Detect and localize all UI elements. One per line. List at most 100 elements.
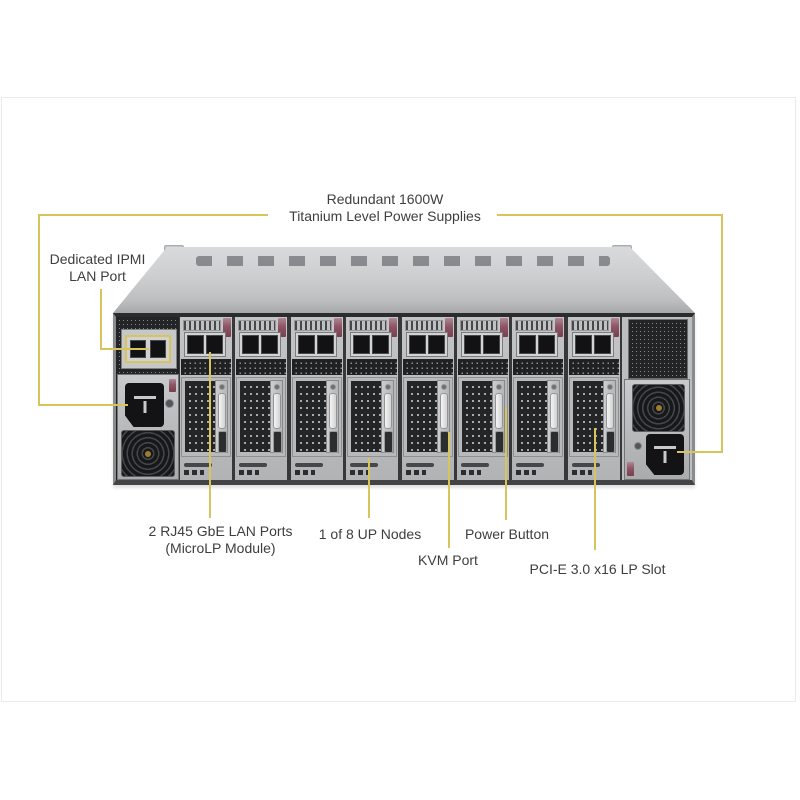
rj45-port [242,335,260,354]
node-module-1 [180,317,232,480]
node-bracket [547,380,561,453]
node-bottom-slot [405,463,434,467]
label-ipmi-line1: Dedicated IPMI [49,251,146,267]
node-module-5 [401,317,454,480]
ac-inlet [646,434,684,475]
node-bracket [270,380,284,453]
power-button [329,384,336,390]
node-body [181,377,231,457]
ac-inlet [125,383,164,427]
rj45-port [408,335,426,354]
pcie-slot-vent [185,381,216,452]
left-mesh-section [116,317,179,480]
node-module-7 [512,317,565,480]
node-bottom-slot [184,463,212,467]
node-module-4 [346,317,399,480]
node-honeycomb-vent [181,359,231,375]
node-bracket [381,380,395,453]
node-latch [444,318,453,337]
rj45-port [519,335,537,354]
rj45-port [372,335,390,354]
node-handle [384,393,393,429]
callout-line-kvm [448,432,450,548]
pcie-slot-vent [351,381,383,452]
rj45-port [538,335,556,354]
node-foot [404,462,452,478]
node-top-vent [349,320,388,331]
node-lan-ports [184,332,226,357]
label-lan-line1: 2 RJ45 GbE LAN Ports [148,523,293,539]
node-top-vent [570,320,609,331]
node-handle [495,393,503,429]
node-handle [328,393,337,429]
rear-panel [113,313,695,485]
node-lan-ports [571,332,614,357]
label-up-nodes: 1 of 8 UP Nodes [318,526,422,542]
node-honeycomb-vent [347,359,398,375]
node-bottom-slot [516,463,545,467]
node-foot [348,462,396,478]
callout-line-pcie [594,428,596,550]
psu-button [634,442,642,450]
node-handle [605,393,614,429]
power-button [274,384,281,390]
pcie-slot-vent [462,381,493,452]
node-top-vent [238,320,277,331]
callout-line-psu-left-vertical [38,214,40,406]
node-bracket [602,380,616,453]
node-handle [273,393,282,429]
pcie-slot-vent [572,381,604,452]
power-supply-left [117,374,179,480]
photo-frame [1,97,796,702]
label-lan-line2: (MicroLP Module) [165,540,276,556]
node-bottom-vents [350,470,371,475]
node-bottom-slot [294,463,323,467]
node-honeycomb-vent [291,359,342,375]
callout-line-ipmi-vertical [100,289,102,350]
node-handle [218,393,226,429]
node-honeycomb-vent [513,359,564,375]
node-bottom-slot [239,463,268,467]
power-button [219,384,225,390]
node-honeycomb-vent [236,359,287,375]
callout-line-lan [209,352,211,518]
rj45-port [353,335,371,354]
kvm-port-connector [605,431,615,453]
node-latch [500,318,508,337]
power-supply-right [624,379,690,480]
power-button [496,384,502,390]
label-kvm: KVM Port [418,552,478,568]
kvm-port-connector [218,431,227,453]
node-top-vent [183,320,221,331]
psu-button [165,399,174,408]
node-latch [389,318,398,337]
node-foot [514,462,562,478]
rj45-port [574,335,592,354]
label-pcie: PCI-E 3.0 x16 LP Slot [529,561,666,577]
mesh-grille [628,319,688,379]
node-foot [293,462,341,478]
rj45-port [464,335,481,354]
node-bracket [325,380,339,453]
callout-line-up-nodes [368,458,370,518]
node-module-2 [235,317,288,480]
node-handle [439,393,448,429]
pcie-slot-vent [295,381,327,452]
node-bottom-slot [350,463,379,467]
psu-latch [627,462,634,476]
node-bottom-vents [184,470,204,475]
node-latch [333,318,342,337]
node-top-vent [515,320,554,331]
rj45-port [297,335,315,354]
node-honeycomb-vent [568,359,619,375]
kvm-port-connector [273,431,283,453]
callout-line-psu-left-horizontal [38,404,128,406]
kvm-port-connector [328,431,338,453]
label-psu-line2: Titanium Level Power Supplies [289,208,481,224]
callout-line-psu-top-left [38,214,268,216]
node-top-vent [460,320,498,331]
node-bracket [436,380,450,453]
node-module-6 [457,317,509,480]
node-lan-ports [405,332,448,357]
